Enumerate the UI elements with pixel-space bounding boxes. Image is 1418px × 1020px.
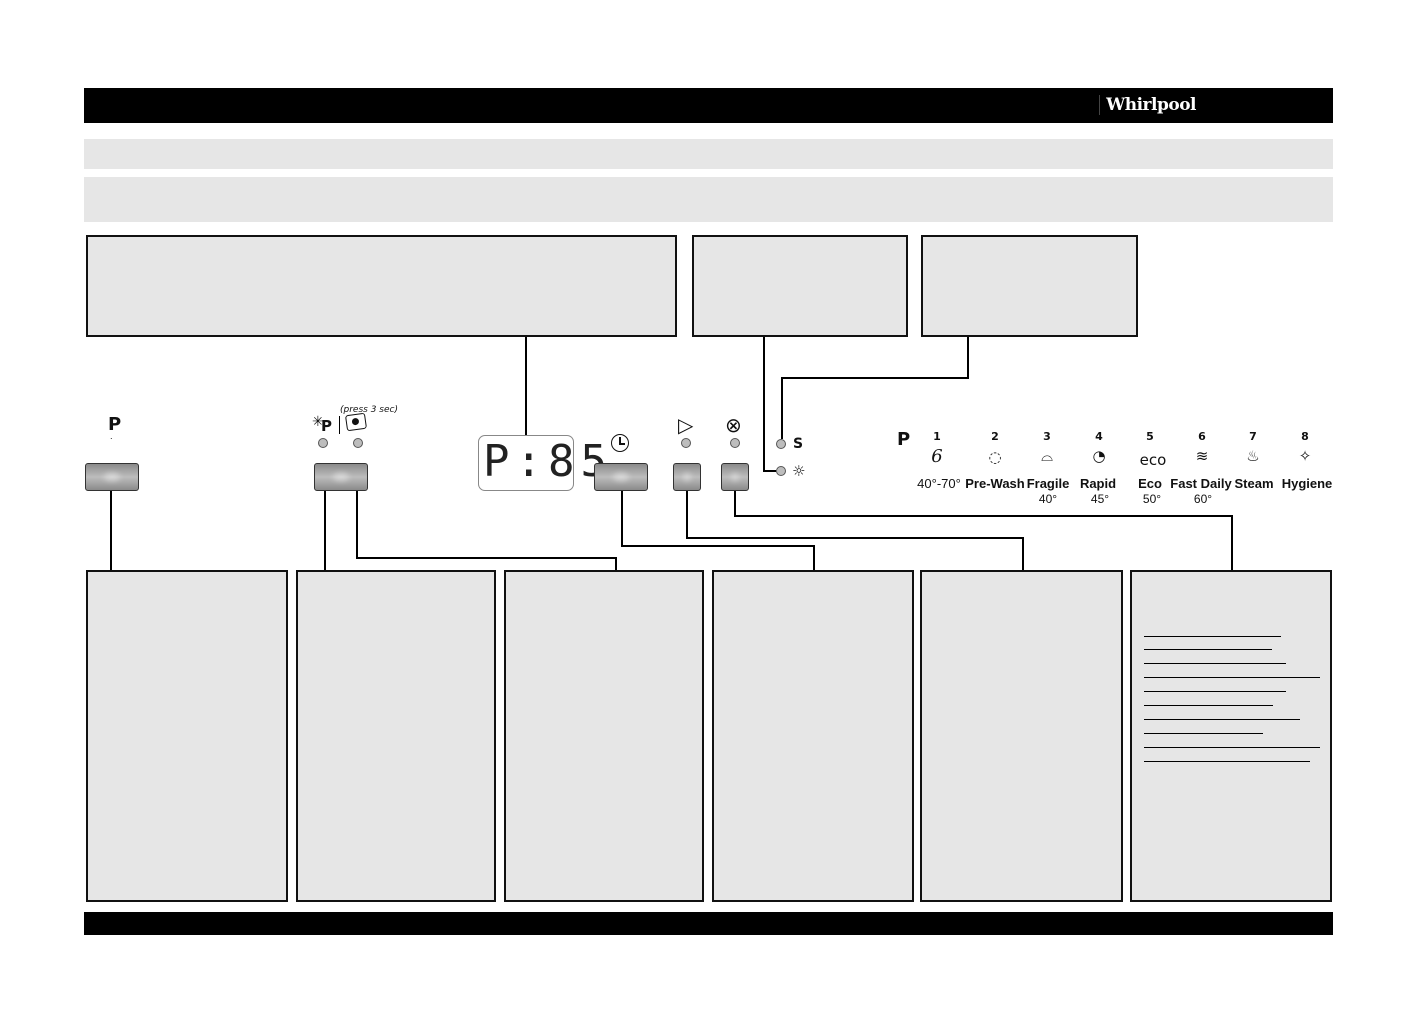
option-led-2 — [353, 438, 363, 448]
footer-bar — [84, 912, 1333, 935]
cancel-description-box — [1130, 570, 1332, 902]
connector-cancel-v2 — [1231, 515, 1233, 572]
program-temp: 60° — [1193, 492, 1213, 506]
text-line — [1144, 649, 1272, 650]
connector-start-v — [686, 491, 688, 539]
delay-clock-icon — [611, 434, 629, 452]
cancel-button[interactable] — [721, 463, 749, 491]
program-number: 2 — [991, 430, 999, 443]
program-name: Hygiene — [1281, 476, 1333, 491]
text-line — [1144, 691, 1286, 692]
program-name: 40°-70° — [917, 476, 961, 491]
rinse-aid-callout-box — [921, 235, 1138, 337]
text-line — [1144, 761, 1310, 762]
text-line — [1144, 663, 1286, 664]
header-bar: Whirlpool — [84, 88, 1333, 123]
start-description-box — [920, 570, 1123, 902]
text-line — [1144, 747, 1320, 748]
option-led-1 — [318, 438, 328, 448]
separator — [339, 416, 340, 434]
prewash-icon: ◌ — [988, 448, 1002, 466]
option-button[interactable] — [314, 463, 368, 491]
programs-p-label: P — [897, 429, 911, 450]
eco-icon: eco — [1139, 451, 1167, 469]
start-icon: ▷ — [678, 413, 694, 437]
connector-rinse-v1 — [967, 337, 969, 379]
program-temp: 40° — [1038, 492, 1058, 506]
program-dot: . — [110, 432, 113, 441]
salt-callout-box — [692, 235, 908, 337]
salt-led — [776, 439, 786, 449]
program-number: 3 — [1043, 430, 1051, 443]
program-number: 6 — [1198, 430, 1206, 443]
display-callout-box — [86, 235, 677, 337]
program-number: 4 — [1095, 430, 1103, 443]
tablet-description-box — [504, 570, 704, 902]
connector-delay-v — [621, 491, 623, 547]
connector-salt — [763, 337, 765, 472]
glasses-icon: ⌓ — [1041, 447, 1053, 465]
program-number: 1 — [933, 430, 941, 443]
rinse-aid-icon: ☼ — [792, 462, 806, 480]
program-name: Pre-Wash — [965, 476, 1025, 491]
connector-start-v2 — [1022, 537, 1024, 572]
whirlpool-logo: Whirlpool — [1099, 95, 1196, 115]
connector-delay-v2 — [813, 545, 815, 572]
text-line — [1144, 719, 1300, 720]
steam-icon: ♨ — [1246, 447, 1260, 465]
program-label: P — [108, 414, 122, 435]
text-line — [1144, 733, 1263, 734]
connector-cancel-h — [734, 515, 1233, 517]
connector-delay-h — [621, 545, 815, 547]
program-name: Rapid — [1079, 476, 1117, 491]
program-description-box — [86, 570, 288, 902]
connector-program — [110, 491, 112, 572]
connector-start-h — [686, 537, 1024, 539]
delay-description-box — [712, 570, 914, 902]
option-p-label: P — [321, 417, 332, 435]
program-name: Fast Daily — [1170, 476, 1232, 491]
connector-option-1 — [324, 491, 326, 572]
connector-option-2-h — [356, 557, 617, 559]
delay-button[interactable] — [594, 463, 648, 491]
tablet-icon — [344, 412, 368, 432]
start-led — [681, 438, 691, 448]
connector-cancel-v — [734, 491, 736, 517]
connector-display — [525, 337, 527, 437]
program-button[interactable] — [85, 463, 139, 491]
connector-option-2-v2 — [615, 557, 617, 572]
fast-daily-icon: ≋ — [1195, 447, 1209, 465]
connector-option-2-v — [356, 491, 358, 559]
program-number: 8 — [1301, 430, 1309, 443]
multizone-sparkle-icon: ✳ — [312, 414, 324, 430]
salt-icon: S — [793, 436, 804, 452]
title-bar — [84, 139, 1333, 169]
text-line — [1144, 677, 1320, 678]
display-digits: P:85 — [483, 436, 613, 487]
connector-salt-h — [763, 470, 776, 472]
program-name: Eco — [1138, 476, 1162, 491]
connector-rinse-h — [781, 377, 969, 379]
program-name: Steam — [1234, 476, 1274, 491]
cancel-led — [730, 438, 740, 448]
text-line — [1144, 705, 1273, 706]
option-description-box — [296, 570, 496, 902]
connector-rinse-v2 — [781, 377, 783, 439]
program-temp: 50° — [1142, 492, 1162, 506]
program-number: 7 — [1249, 430, 1257, 443]
program-temp: 45° — [1090, 492, 1110, 506]
press-note: (press 3 sec) — [340, 405, 398, 415]
text-line — [1144, 636, 1281, 637]
hygiene-icon: ✧ — [1298, 447, 1312, 465]
cancel-icon: ⊗ — [725, 413, 742, 437]
start-button[interactable] — [673, 463, 701, 491]
rapid-icon: ◔ — [1092, 447, 1106, 465]
program-number: 5 — [1146, 430, 1154, 443]
subtitle-bar — [84, 177, 1333, 222]
rinse-aid-led — [776, 466, 786, 476]
digital-display: P:85 — [478, 435, 607, 491]
6th-sense-icon: 6 — [931, 446, 943, 467]
program-name: Fragile — [1026, 476, 1070, 491]
